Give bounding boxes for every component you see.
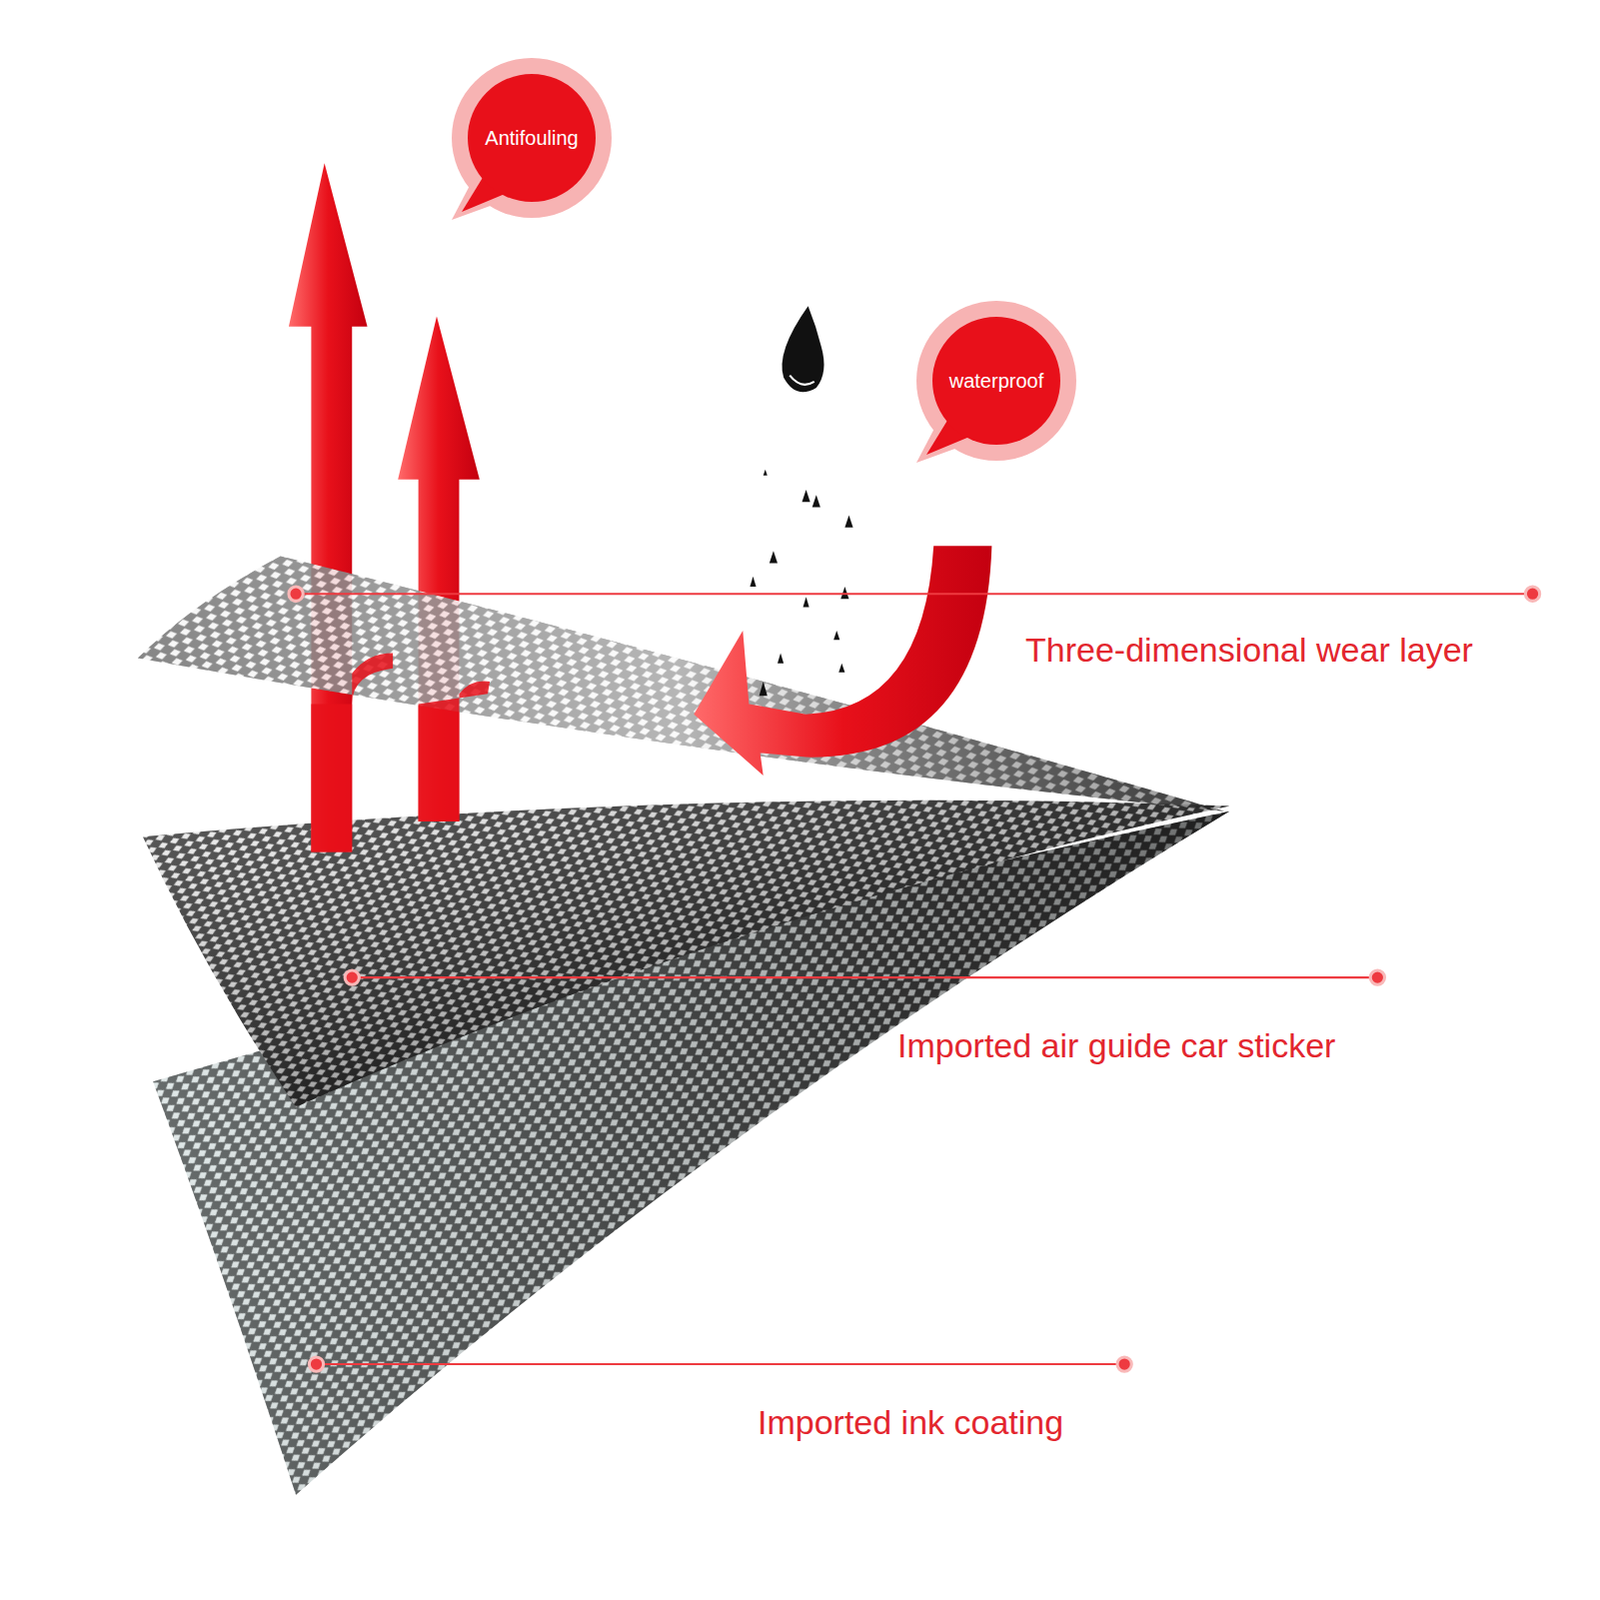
speech-bubble: Antifouling: [441, 47, 622, 228]
water-drop: [781, 305, 824, 392]
bubble-core: [467, 73, 596, 202]
bubble-ring: [451, 57, 612, 218]
arrow-stub: [310, 652, 393, 852]
layer-label: Imported ink coating: [757, 1404, 1064, 1442]
bubble-ring: [916, 300, 1077, 461]
layer-label: Imported air guide car sticker: [897, 1027, 1336, 1065]
bubble-core: [932, 316, 1061, 445]
layer-label: Three-dimensional wear layer: [1025, 631, 1474, 669]
arrow-stub: [418, 681, 490, 822]
bubble-text: waterproof: [949, 369, 1045, 393]
drop-highlight: [789, 375, 815, 385]
droplets: [749, 469, 853, 697]
speech-bubble: waterproof: [906, 290, 1087, 471]
bubble-text: Antifouling: [484, 126, 578, 150]
deflect-arrow: [693, 545, 992, 776]
leader-lines: [288, 586, 1541, 1372]
